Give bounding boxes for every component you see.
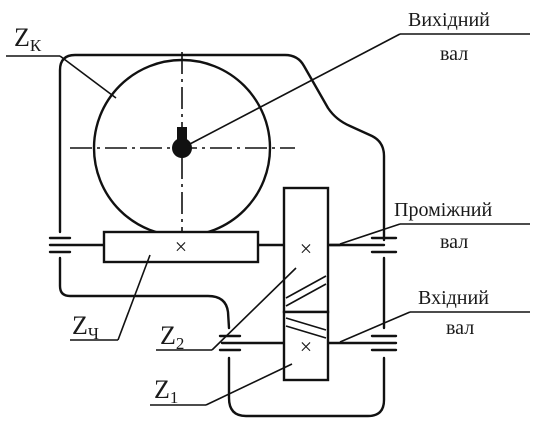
leader-input-diag (339, 311, 411, 343)
label-z2: Z2 (160, 321, 184, 353)
label-intermediate-shaft-1: Проміжний (394, 199, 493, 221)
housing-outline (58, 53, 386, 242)
label-output-shaft-1: Вихідний (408, 9, 490, 31)
output-shaft-hub (172, 138, 192, 158)
helix-line-2 (285, 283, 327, 307)
worm-cross-mark: × (175, 234, 187, 259)
helix-line-1 (285, 275, 327, 299)
label-intermediate-shaft-2: вал (440, 231, 468, 253)
leader-intermediate-diag (339, 223, 401, 245)
label-output-shaft-2: вал (440, 43, 468, 65)
leader-zk-diag (59, 55, 117, 99)
leader-z1-diag (205, 363, 293, 406)
gear-z2 (282, 186, 330, 314)
label-input-shaft-1: Вхідний (418, 287, 489, 309)
housing-bottom (227, 356, 386, 418)
gear-z1-cross-mark: × (300, 334, 312, 359)
label-z1: Z1 (154, 375, 178, 407)
helix-line-4 (285, 325, 327, 339)
housing-lower-left (58, 256, 231, 330)
label-zk: ZК (14, 23, 42, 55)
label-zch: ZЧ (72, 311, 99, 343)
helix-line-3 (285, 317, 327, 331)
worm-zch (102, 230, 260, 264)
leader-z2-diag (211, 267, 297, 351)
leader-output-diag (187, 33, 401, 146)
gear-z2-cross-mark: × (300, 236, 312, 261)
output-shaft-key (177, 127, 187, 141)
label-input-shaft-2: вал (446, 317, 474, 339)
leader-zch-diag (117, 254, 151, 341)
